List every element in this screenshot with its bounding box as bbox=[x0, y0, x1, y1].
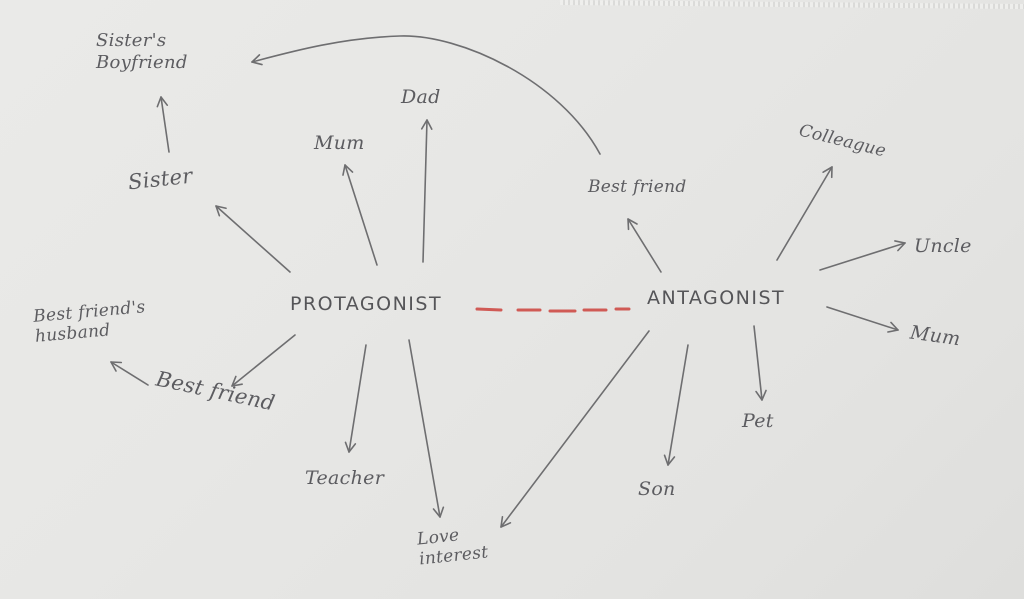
node-mum-protagonist: Mum bbox=[314, 132, 365, 154]
edge-antagonist-colleague bbox=[776, 166, 833, 261]
node-uncle: Uncle bbox=[914, 235, 972, 257]
node-dad: Dad bbox=[401, 86, 441, 108]
node-love-interest: Love interest bbox=[416, 525, 490, 570]
edge-best-friend-to-sisters-boyfriend bbox=[251, 35, 601, 155]
node-protagonist: PROTAGONIST bbox=[290, 293, 443, 315]
rival-link bbox=[475, 307, 631, 313]
edge-antagonist-son bbox=[663, 344, 689, 466]
edge-antagonist-love-interest bbox=[500, 330, 650, 528]
node-teacher: Teacher bbox=[305, 467, 385, 489]
edge-protagonist-dad bbox=[420, 119, 433, 263]
node-antagonist: ANTAGONIST bbox=[647, 287, 786, 309]
edge-best-friend-husband bbox=[110, 361, 149, 386]
node-sisters-boyfriend: Sister's Boyfriend bbox=[96, 30, 188, 73]
protagonist-edges bbox=[110, 96, 445, 518]
antagonist-edges bbox=[251, 35, 906, 528]
node-son: Son bbox=[638, 478, 676, 500]
edge-antagonist-best-friend bbox=[627, 218, 662, 273]
edge-protagonist-best-friend bbox=[231, 334, 296, 387]
edge-antagonist-pet bbox=[753, 325, 767, 401]
edge-protagonist-love-interest bbox=[408, 339, 445, 518]
edge-sister-boyfriend bbox=[156, 96, 170, 153]
edge-antagonist-mum bbox=[826, 306, 899, 333]
edge-protagonist-sister bbox=[215, 205, 291, 273]
node-best-friend-antagonist: Best friend bbox=[588, 177, 687, 197]
edge-antagonist-uncle bbox=[819, 240, 906, 271]
edge-protagonist-teacher bbox=[344, 344, 367, 453]
edge-protagonist-mum bbox=[342, 164, 378, 266]
node-pet: Pet bbox=[742, 410, 774, 432]
